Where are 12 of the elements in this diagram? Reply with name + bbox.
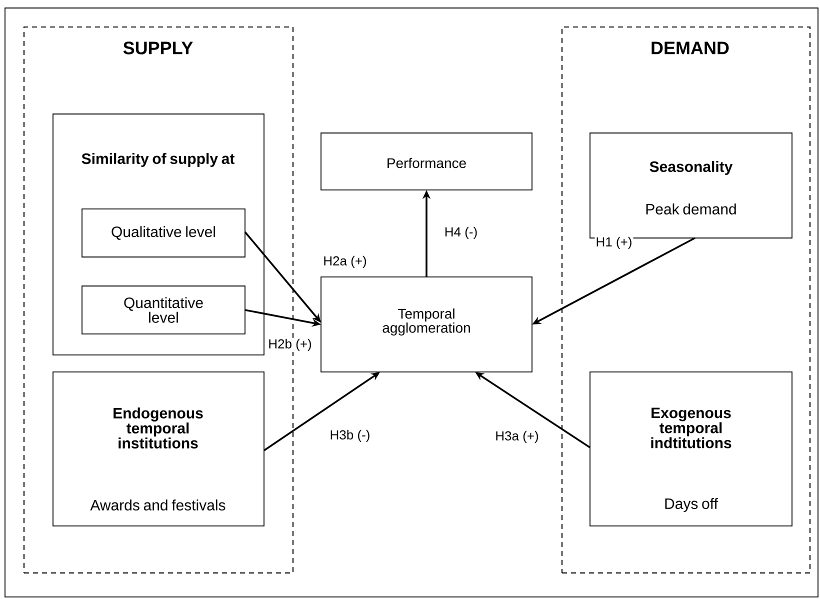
edge-label: H3a (+) [494,430,540,444]
concept-box: Endogenous temporal institutions Awards and festivals [52,372,264,526]
edge-label: H4 (-) [443,226,479,240]
edge-label: H2a (+) [322,254,368,270]
concept-box: Qualitative level [82,208,246,258]
concept-box: Quantitative level [82,286,246,334]
edge-label: H2b (+) [267,338,313,352]
edge-label: H1 (+) [594,236,634,250]
edge-label: H3b (-) [328,428,372,444]
concept-box: Performance [320,132,532,190]
concept-box: Exogenous temporal indtitutions Days off [590,372,792,526]
concept-box: Temporal agglomeration [320,276,532,372]
